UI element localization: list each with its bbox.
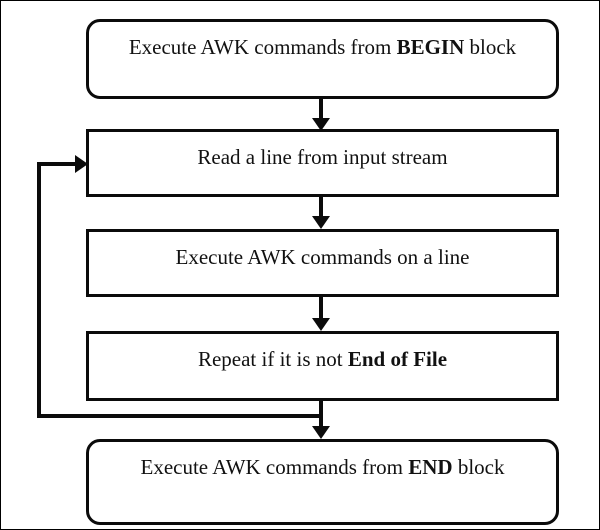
edge-loop-back-bottom-segment: [37, 414, 321, 418]
node-read-line[interactable]: Read a line from input stream: [86, 129, 559, 197]
edge-execute-to-repeat-arrowhead-icon: [312, 318, 330, 331]
edge-begin-to-read-line: [319, 99, 323, 122]
edge-execute-to-repeat: [319, 297, 323, 322]
node-end-block[interactable]: Execute AWK commands from END block: [86, 439, 559, 525]
edge-repeat-to-end-arrowhead-icon: [312, 426, 330, 439]
edge-loop-back-left-segment: [37, 162, 41, 418]
node-execute-on-line-text: Execute AWK commands on a line: [175, 245, 470, 269]
node-begin-block-text-prefix: Execute AWK commands from: [128, 35, 397, 59]
node-begin-block-text-suffix: block: [464, 35, 517, 59]
node-execute-on-line[interactable]: Execute AWK commands on a line: [86, 229, 559, 297]
node-repeat-check-text-prefix: Repeat if it is not: [197, 347, 348, 371]
edge-loop-back-top-segment: [37, 162, 81, 166]
node-end-block-text-prefix: Execute AWK commands from: [140, 455, 409, 479]
node-begin-block[interactable]: Execute AWK commands from BEGIN block: [86, 19, 559, 99]
edge-read-to-execute-arrowhead-icon: [312, 216, 330, 229]
node-repeat-check-text-bold: End of File: [347, 347, 448, 371]
node-end-block-text-bold: END: [408, 455, 453, 479]
edge-repeat-to-end: [319, 401, 323, 435]
node-begin-block-text-bold: BEGIN: [396, 35, 465, 59]
node-repeat-check[interactable]: Repeat if it is not End of File: [86, 331, 559, 401]
edge-loop-back-arrowhead-icon: [75, 155, 88, 173]
node-read-line-text: Read a line from input stream: [197, 145, 448, 169]
edge-read-to-execute: [319, 197, 323, 220]
node-end-block-text-suffix: block: [452, 455, 505, 479]
edge-begin-to-read-arrowhead-icon: [312, 118, 330, 131]
